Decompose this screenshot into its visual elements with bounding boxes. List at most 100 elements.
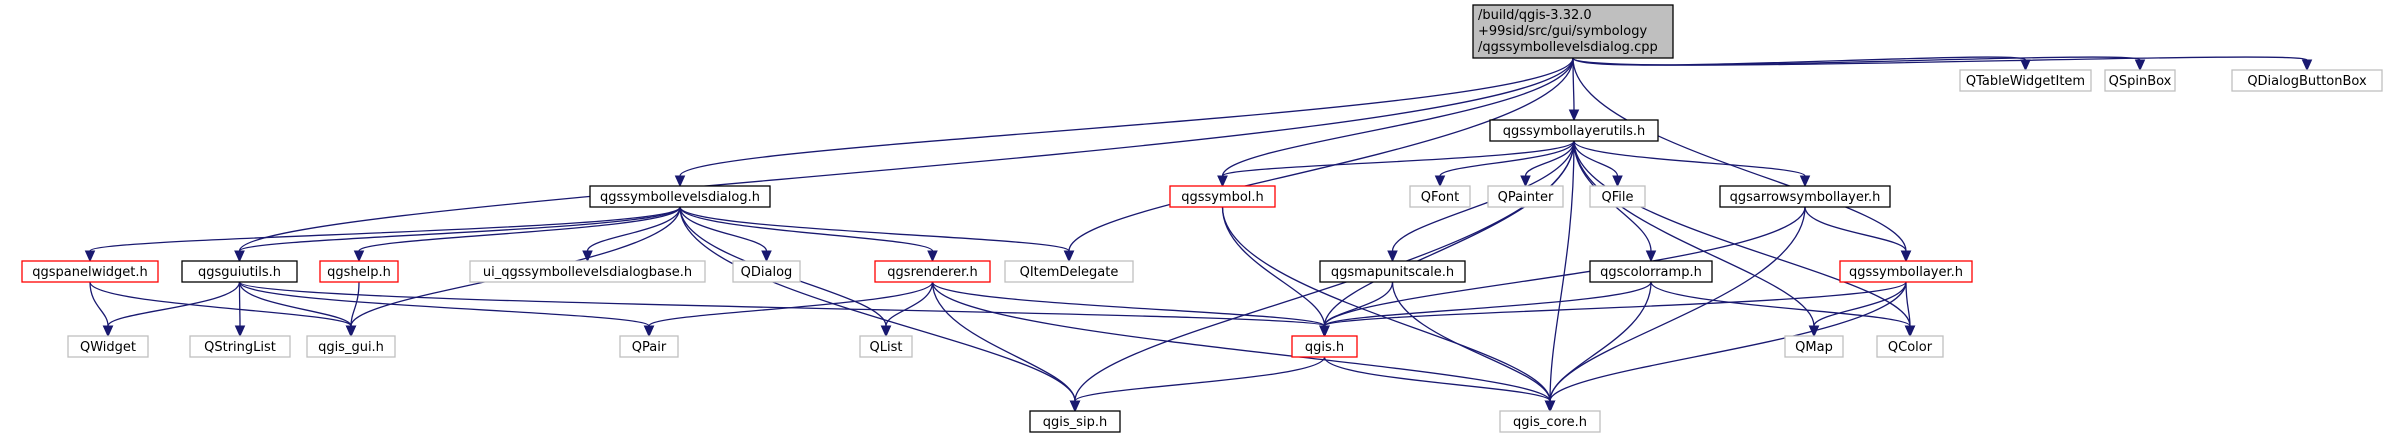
node-label: qgshelp.h — [327, 265, 391, 280]
edge-line — [679, 206, 1070, 252]
edge-line — [89, 281, 109, 327]
node-box — [1029, 410, 1121, 433]
edge-layerutils_h-to-symbol_h — [1217, 140, 1575, 188]
edge-arrowhead — [345, 325, 357, 338]
node-colorramp-h[interactable]: qgscolorramp.h — [1589, 260, 1713, 283]
edge-line — [679, 206, 934, 252]
edge-line — [1323, 206, 1806, 327]
node-panelwidget-h[interactable]: qgspanelwidget.h — [21, 260, 159, 283]
edge-line — [1323, 140, 1575, 327]
edge-line — [1650, 281, 1911, 327]
node-symbollayer-h[interactable]: qgssymbollayer.h — [1839, 260, 1973, 283]
edge-line — [1391, 140, 1575, 252]
edge-renderer_h-to-QPair — [643, 281, 934, 338]
edge-arrowhead — [582, 250, 593, 263]
edge-line — [931, 281, 1326, 327]
node-label: QWidget — [80, 340, 136, 355]
node-root[interactable]: /build/qgis-3.32.0+99sid/src/gui/symbolo… — [1472, 4, 1674, 59]
edge-arrowhead — [1387, 250, 1398, 263]
edge-dialog_h-to-guiutils_h — [234, 206, 681, 263]
node-label: QMap — [1795, 340, 1833, 355]
node-guiutils-h[interactable]: qgsguiutils.h — [181, 260, 298, 283]
node-qgis-sip-h[interactable]: qgis_sip.h — [1029, 410, 1121, 433]
edge-symbollayer_h-to-qgis_h — [1319, 281, 1907, 338]
node-label: qgssymbollayerutils.h — [1503, 124, 1646, 139]
edge-arrowhead — [1799, 175, 1811, 188]
node-QWidget: QWidget — [67, 335, 149, 358]
edge-line — [679, 206, 768, 252]
edge-arrowhead — [234, 250, 245, 263]
edge-arrowhead — [1319, 325, 1330, 338]
node-label: qgscolorramp.h — [1600, 265, 1702, 280]
edge-line — [1549, 281, 1907, 402]
node-QColor: QColor — [1876, 335, 1944, 358]
node-qgis-core-h: qgis_core.h — [1499, 410, 1601, 433]
node-label: qgsguiutils.h — [198, 265, 281, 280]
edge-dialog_h-to-help_h — [353, 206, 681, 263]
edge-line — [1573, 140, 1911, 327]
edge-renderer_h-to-qgis_h — [931, 281, 1330, 338]
edge-line — [1439, 140, 1575, 177]
edge-dialog_h-to-renderer_h — [679, 206, 938, 263]
edge-colorramp_h-to-qgis_h — [1319, 281, 1652, 338]
node-help-h[interactable]: qgshelp.h — [319, 260, 399, 283]
edge-line — [238, 281, 1326, 327]
edge-line — [238, 206, 681, 252]
node-symbol-h[interactable]: qgssymbol.h — [1169, 185, 1276, 208]
node-box — [1499, 410, 1601, 433]
edge-arrowhead — [353, 250, 365, 263]
node-label: QStringList — [204, 340, 276, 355]
edge-line — [1221, 57, 1574, 177]
node-renderer-h[interactable]: qgsrenderer.h — [874, 260, 991, 283]
node-mapunitscale-h[interactable]: qgsmapunitscale.h — [1319, 260, 1466, 283]
node-box — [319, 260, 399, 283]
node-label: qgis_gui.h — [318, 340, 384, 355]
node-label: QSpinBox — [2109, 74, 2172, 89]
edge-arrowhead — [880, 325, 892, 338]
edge-arrowhead — [1069, 400, 1081, 413]
node-label: QFile — [1602, 190, 1634, 205]
node-label: QFont — [1421, 190, 1460, 205]
edge-arrowhead — [2020, 59, 2031, 72]
node-box — [1409, 185, 1471, 208]
node-box — [1169, 185, 1276, 208]
edge-layerutils_h-to-arrow_h — [1573, 140, 1811, 188]
edge-line — [238, 57, 1574, 252]
edge-line — [1549, 281, 1652, 402]
node-label: qgis_core.h — [1513, 415, 1587, 430]
node-QFile: QFile — [1589, 185, 1646, 208]
edge-line — [1572, 56, 2308, 66]
edge-arrowhead — [102, 325, 114, 338]
edge-line — [1221, 206, 1326, 327]
node-label: ui_qgssymbollevelsdialogbase.h — [483, 265, 692, 280]
node-label: qgis.h — [1305, 340, 1344, 355]
node-label: qgsrenderer.h — [887, 265, 977, 280]
edge-symbol_h-to-qgis_core_h — [1221, 206, 1556, 413]
node-layerutils-h[interactable]: qgssymbollayerutils.h — [1489, 119, 1659, 142]
edge-arrowhead — [1612, 175, 1623, 188]
node-box — [619, 335, 679, 358]
node-qgis-h[interactable]: qgis.h — [1291, 335, 1358, 358]
node-label: qgspanelwidget.h — [32, 265, 148, 280]
edge-line — [1573, 140, 1815, 327]
node-dialog-h[interactable]: qgssymbollevelsdialog.h — [589, 185, 771, 208]
node-arrow-h[interactable]: qgsarrowsymbollayer.h — [1719, 185, 1891, 208]
edge-line — [931, 281, 1076, 402]
node-label: +99sid/src/gui/symbology — [1478, 24, 1647, 39]
node-label: qgsarrowsymbollayer.h — [1730, 190, 1881, 205]
edge-root-to-symbollayer_h — [1572, 57, 1912, 263]
node-box — [181, 260, 298, 283]
edge-arrowhead — [2134, 59, 2146, 72]
edge-line — [89, 281, 352, 327]
node-box — [732, 260, 801, 283]
edge-help_h-to-qgis_gui_h — [345, 281, 360, 338]
edge-dialog_h-to-panelwidget_h — [84, 206, 681, 263]
edge-renderer_h-to-qgis_sip_h — [931, 281, 1081, 413]
edge-arrowhead — [1063, 250, 1075, 263]
edge-arrowhead — [761, 250, 772, 263]
edge-dialog_h-to-QItemDelegate — [679, 206, 1075, 263]
edge-renderer_h-to-QList — [880, 281, 934, 338]
node-label: qgssymbollevelsdialog.h — [600, 190, 760, 205]
edge-arrowhead — [1520, 175, 1531, 188]
node-box — [1004, 260, 1134, 283]
